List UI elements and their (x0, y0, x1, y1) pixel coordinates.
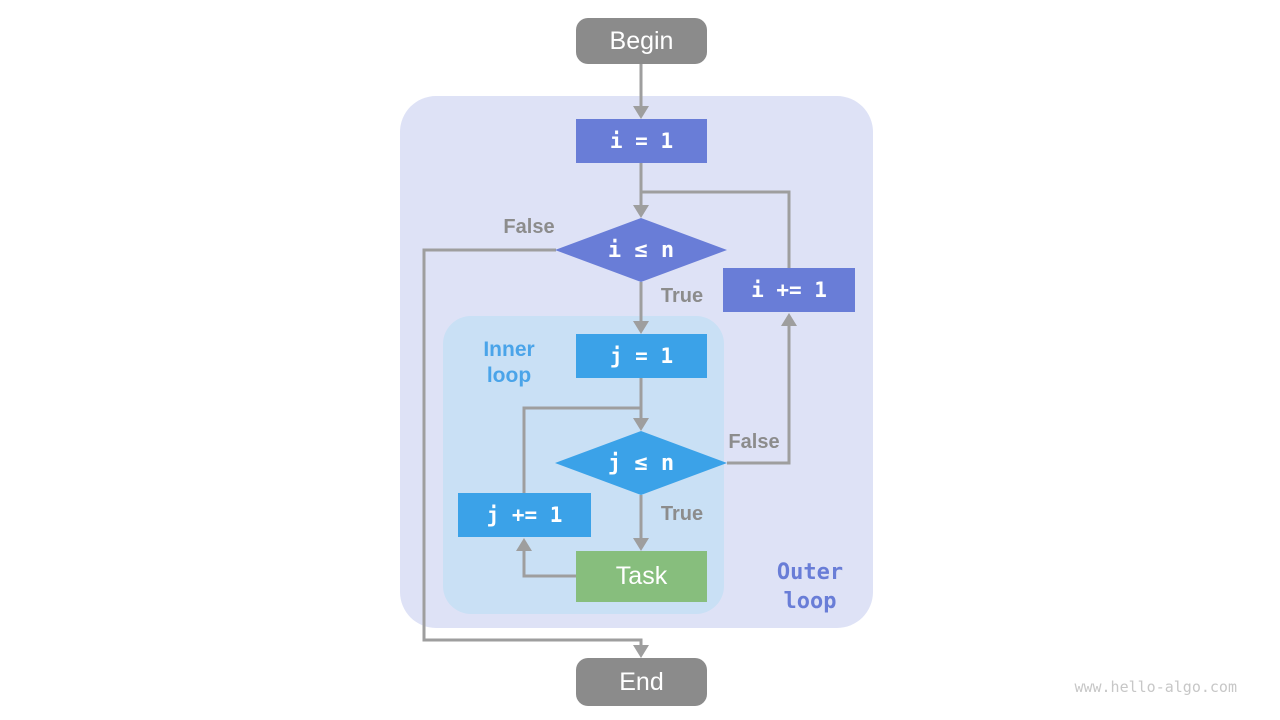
inc-i-node: i += 1 (723, 268, 855, 312)
inner-false-label: False (728, 431, 780, 453)
arrowhead-into-init-i (633, 106, 649, 119)
edge-cond-i-false-to-end (422, 248, 643, 646)
outer-true-label: True (660, 285, 704, 307)
begin-node: Begin (576, 18, 707, 64)
task-label: Task (615, 562, 668, 590)
edge-cond-j-false-to-inc-i (727, 326, 791, 465)
arrowhead-into-init-j (633, 321, 649, 334)
inc-j-node: j += 1 (458, 493, 591, 537)
end-node: End (576, 658, 707, 706)
watermark-url: www.hello-algo.com (1074, 678, 1237, 696)
init-i-node: i = 1 (576, 119, 707, 163)
inner-true-label: True (660, 503, 704, 525)
edge-inc-i-loopback (641, 190, 791, 268)
outer-loop-caption-line1: Outer (776, 560, 844, 585)
inner-loop-caption-line1: Inner (483, 338, 535, 361)
arrowhead-into-cond-j (633, 418, 649, 431)
inner-loop-caption: Inner loop (449, 337, 569, 389)
outer-loop-caption: Outer loop (750, 558, 870, 616)
arrowhead-into-inc-j (516, 538, 532, 551)
inc-j-label: j += 1 (486, 503, 563, 527)
cond-j-label: j ≤ n (607, 450, 675, 476)
arrowhead-into-task (633, 538, 649, 551)
inner-loop-caption-line2: loop (486, 364, 532, 387)
outer-false-label: False (503, 216, 555, 238)
outer-loop-caption-line2: loop (783, 589, 837, 614)
arrowhead-into-cond-i (633, 205, 649, 218)
cond-i-label: i ≤ n (607, 237, 675, 263)
arrowhead-into-inc-i (781, 313, 797, 326)
edge-task-to-inc-j (522, 551, 576, 578)
edge-inc-j-loopback (522, 406, 641, 493)
task-node: Task (576, 551, 707, 602)
inc-i-label: i += 1 (751, 278, 827, 302)
init-j-node: j = 1 (576, 334, 707, 378)
init-j-label: j = 1 (609, 344, 674, 368)
begin-label: Begin (609, 26, 674, 55)
arrowhead-into-end (633, 645, 649, 658)
init-i-label: i = 1 (609, 129, 674, 153)
end-label: End (619, 667, 664, 696)
